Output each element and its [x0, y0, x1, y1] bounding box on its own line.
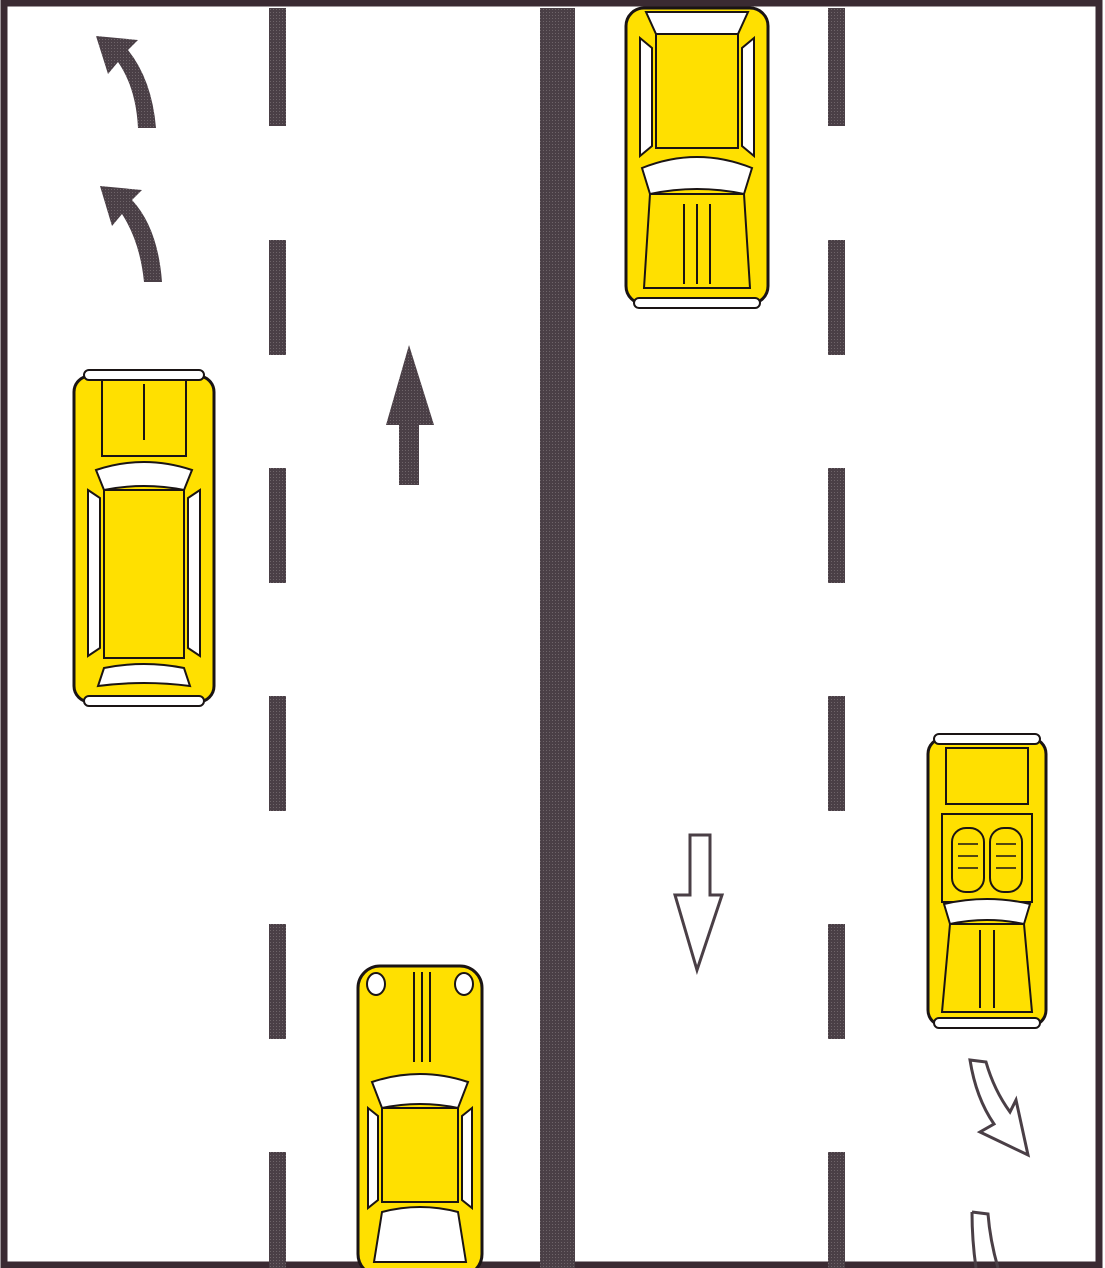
lane-dash	[828, 8, 845, 126]
coupe-car	[358, 966, 482, 1268]
lane-dash	[828, 924, 845, 1039]
lane-dash	[828, 468, 845, 583]
lane-dash	[269, 696, 286, 811]
lane-dash	[269, 1152, 286, 1268]
lane-dash	[828, 240, 845, 355]
lane-dash	[269, 924, 286, 1039]
sedan-car	[626, 8, 768, 308]
lane-dash	[828, 696, 845, 811]
lane-dash	[269, 8, 286, 126]
lane-dash	[269, 468, 286, 583]
convertible-car	[928, 734, 1046, 1028]
station-wagon-car	[74, 370, 214, 706]
lane-dash	[269, 240, 286, 355]
lane-dash	[828, 1152, 845, 1268]
center-median	[540, 8, 575, 1268]
